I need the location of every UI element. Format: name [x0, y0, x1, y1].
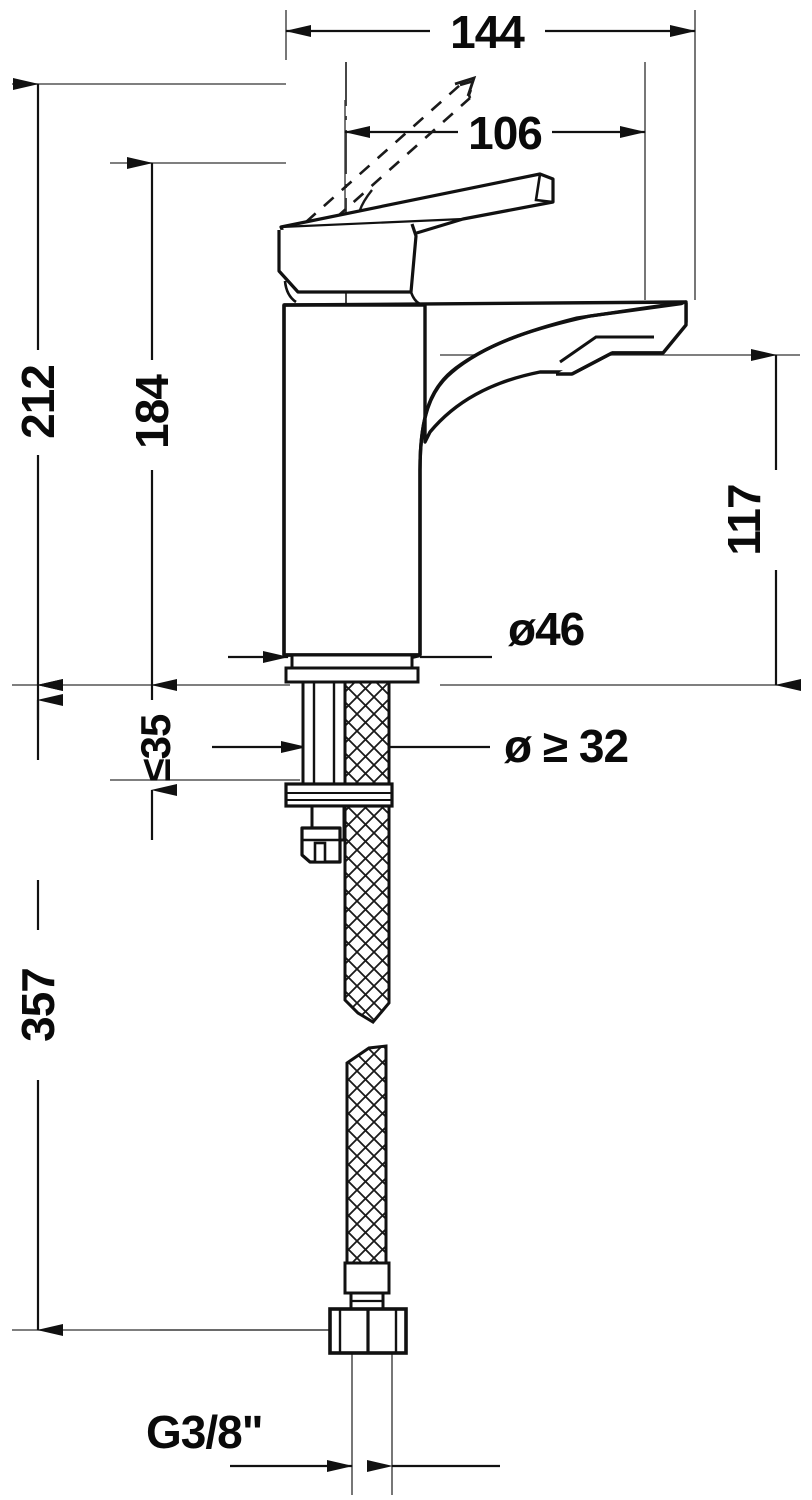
- dimension-117: 117: [718, 349, 801, 691]
- dimension-106: 106: [344, 107, 646, 159]
- hose-hex-nut: [328, 1307, 408, 1355]
- dim-144-label: 144: [450, 6, 525, 58]
- fixing-nut: [300, 804, 346, 864]
- braided-hose-lower: [345, 1044, 388, 1265]
- dimension-184: 184: [126, 157, 178, 691]
- lever-open-tip: [454, 75, 477, 97]
- threaded-shank: [301, 680, 347, 786]
- dim-35-label: ≤35: [132, 714, 179, 781]
- dim-212-label: 212: [12, 365, 64, 439]
- dimension-d46: ø46: [228, 603, 585, 663]
- mounting-washer-plate: [284, 782, 394, 808]
- base-flange: [284, 653, 420, 684]
- handle-base-housing: [277, 223, 421, 306]
- dimension-144: 144: [285, 6, 696, 58]
- dim-d46-label: ø46: [508, 603, 584, 655]
- faucet-body-and-spout: [282, 300, 688, 657]
- dim-d32-label: ø ≥ 32: [504, 720, 628, 772]
- dim-106-label: 106: [468, 107, 542, 159]
- dim-184-label: 184: [126, 374, 178, 449]
- dimension-35: ≤35: [132, 685, 179, 840]
- dim-357-label: 357: [12, 968, 64, 1042]
- dimension-d32: ø ≥ 32: [212, 720, 629, 772]
- dim-117-label: 117: [718, 484, 770, 555]
- hose-end-ferrule: [343, 1261, 391, 1311]
- dimension-g38: G3/8": [146, 1406, 500, 1472]
- dimension-357: 357: [12, 880, 64, 1336]
- dim-g38-label: G3/8": [146, 1406, 263, 1458]
- braided-hose-upper: [343, 680, 391, 1024]
- vertical-extension-lines: [285, 10, 696, 1495]
